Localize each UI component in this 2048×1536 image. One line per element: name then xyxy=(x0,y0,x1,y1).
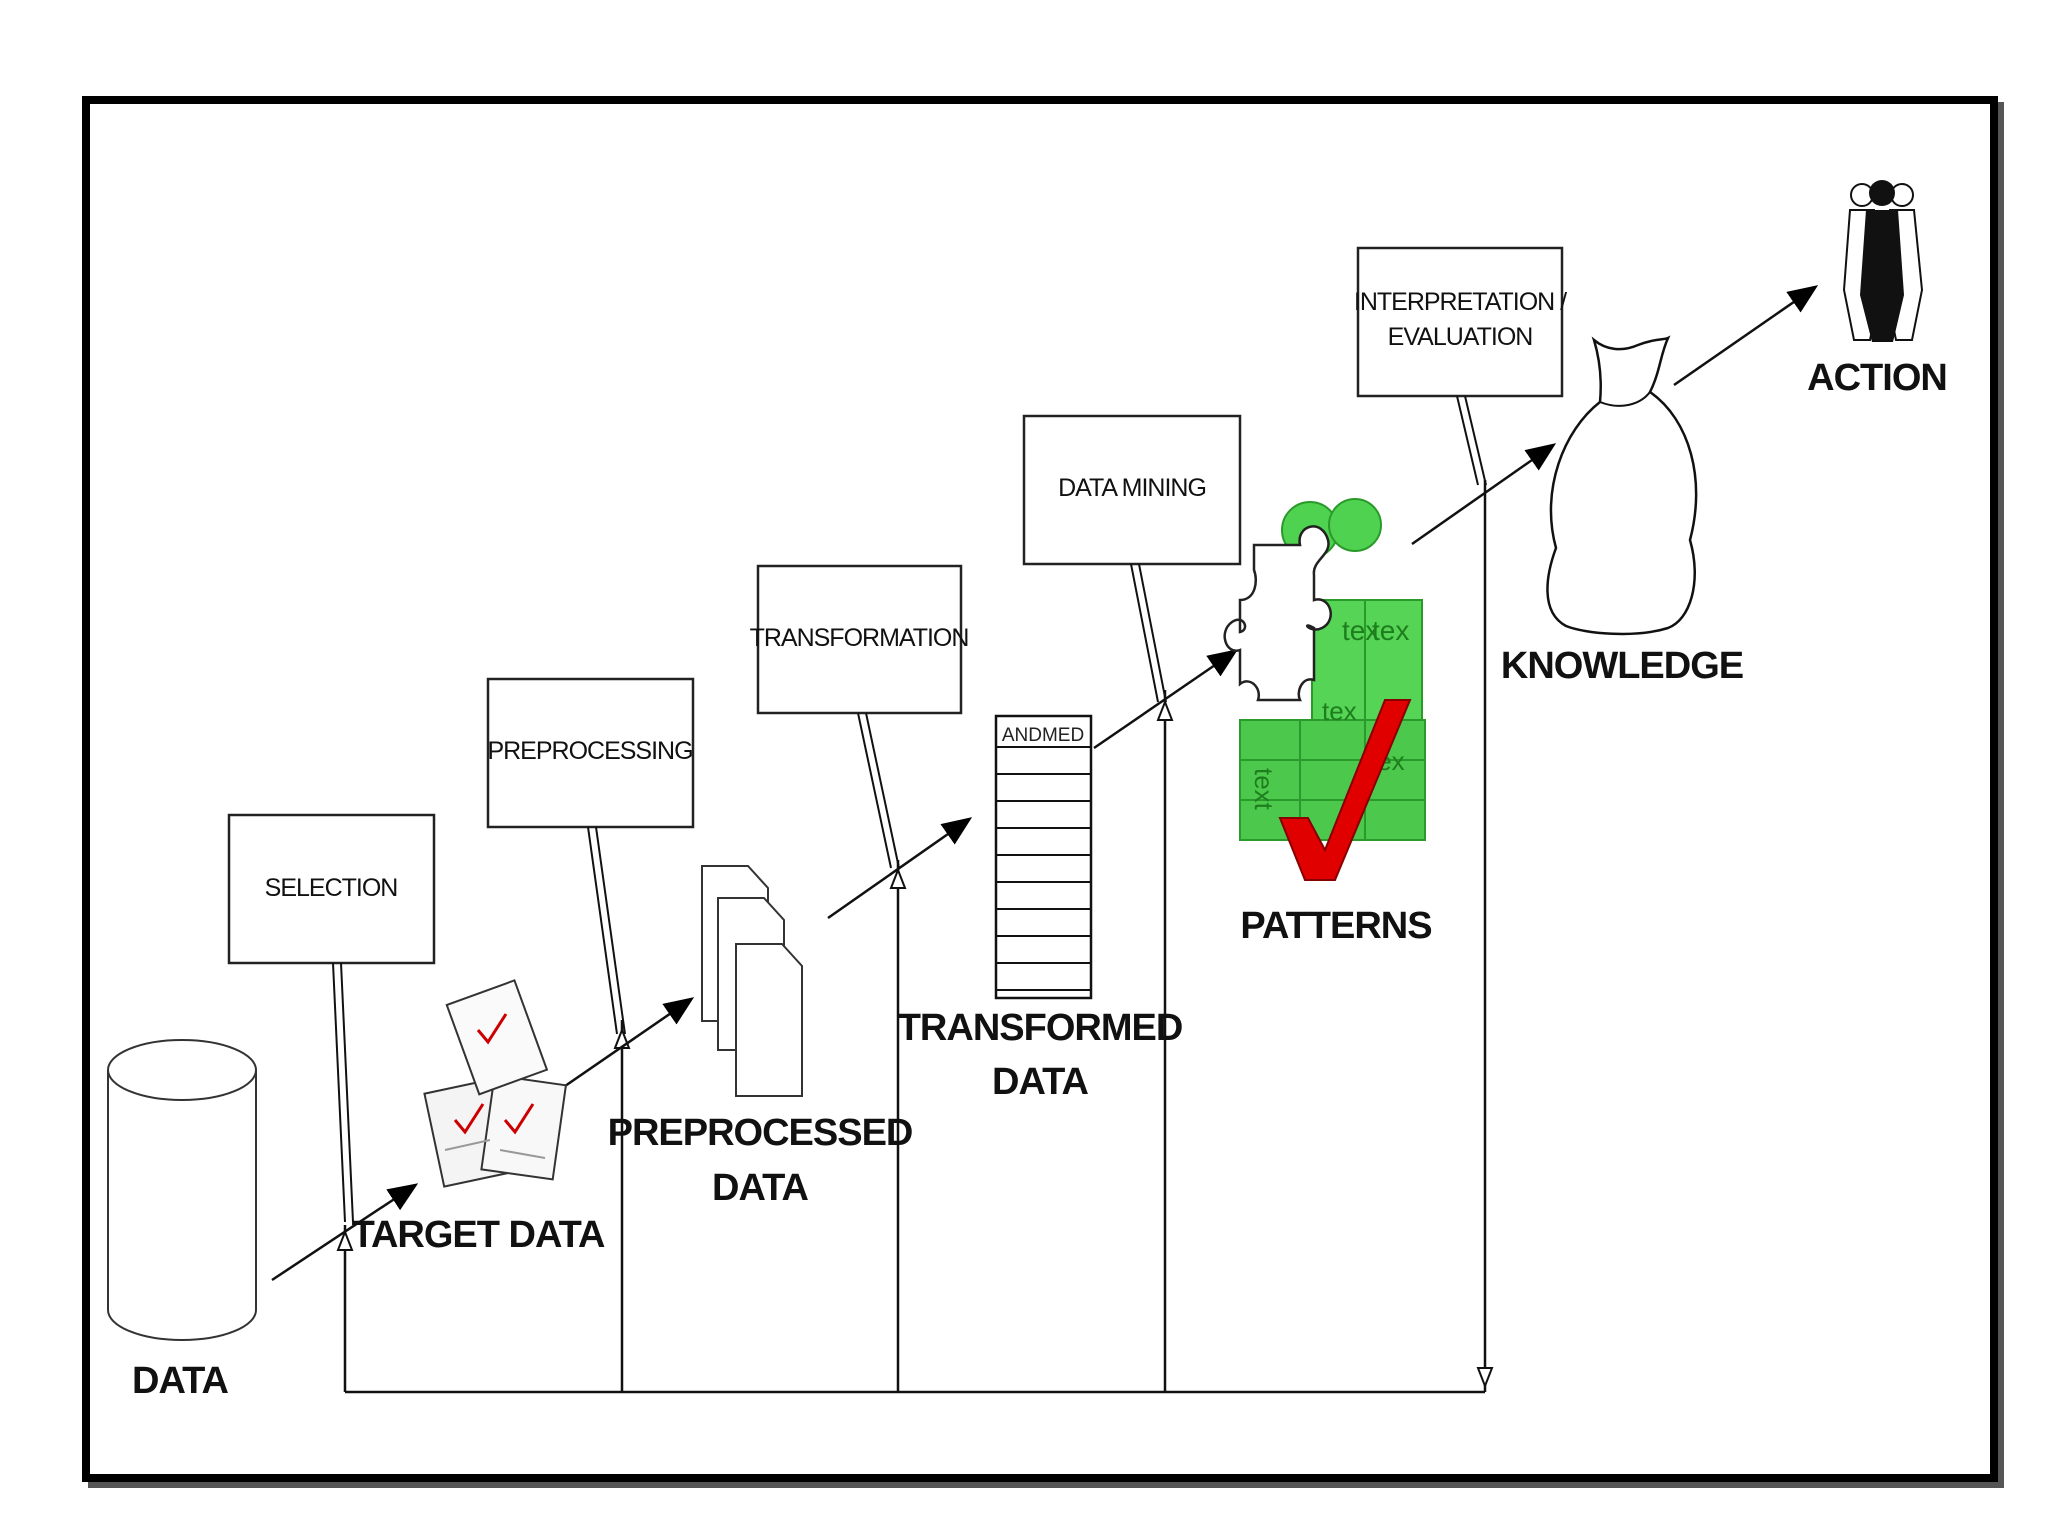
node-preprocessed-label-2: DATA xyxy=(712,1167,808,1209)
step-interpretation-label-1: INTERPRETATION / xyxy=(1354,288,1567,316)
step-selection: SELECTION xyxy=(227,813,436,1223)
node-transformed-label-2: DATA xyxy=(992,1061,1088,1103)
step-interpretation-label-2: EVALUATION xyxy=(1388,323,1533,351)
step-selection-label: SELECTION xyxy=(265,874,398,902)
node-preprocessed-label-1: PREPROCESSED xyxy=(608,1112,913,1154)
paper-pile-icon xyxy=(423,979,568,1188)
step-data-mining: DATA MINING xyxy=(1022,414,1242,703)
node-action-label: ACTION xyxy=(1807,357,1947,399)
node-knowledge-label: KNOWLEDGE xyxy=(1501,645,1743,687)
table-header-label: ANDMED xyxy=(1002,725,1084,746)
node-patterns-label: PATTERNS xyxy=(1240,905,1431,947)
data-table-icon: ANDMED xyxy=(994,714,1093,1000)
puzzle-text-3: tex xyxy=(1322,696,1357,726)
flow-arrows xyxy=(271,285,1819,1282)
people-group-icon xyxy=(1842,180,1924,342)
step-transformation-label: TRANSFORMATION xyxy=(750,624,969,652)
puzzle-text-4: text xyxy=(1249,768,1279,811)
step-preprocessing: PREPROCESSING xyxy=(486,677,695,1035)
puzzle-text-2: tex xyxy=(1372,615,1409,646)
patterns-puzzle-icon: tex tex tex text tex xyxy=(1223,498,1426,881)
step-data-mining-label: DATA MINING xyxy=(1058,474,1206,502)
node-target-data-label: TARGET DATA xyxy=(352,1214,605,1256)
documents-icon xyxy=(701,865,803,1097)
step-preprocessing-label: PREPROCESSING xyxy=(487,737,692,765)
node-data-label: DATA xyxy=(132,1360,228,1402)
data-cylinder-icon xyxy=(107,1039,257,1341)
feedback-loop xyxy=(336,480,1494,1394)
step-interpretation-evaluation: INTERPRETATION / EVALUATION xyxy=(1354,246,1568,486)
knowledge-bag-icon xyxy=(1546,335,1698,636)
node-transformed-label-1: TRANSFORMED xyxy=(898,1007,1183,1049)
step-transformation: TRANSFORMATION xyxy=(750,564,969,869)
puzzle-text-1: tex xyxy=(1342,615,1379,646)
